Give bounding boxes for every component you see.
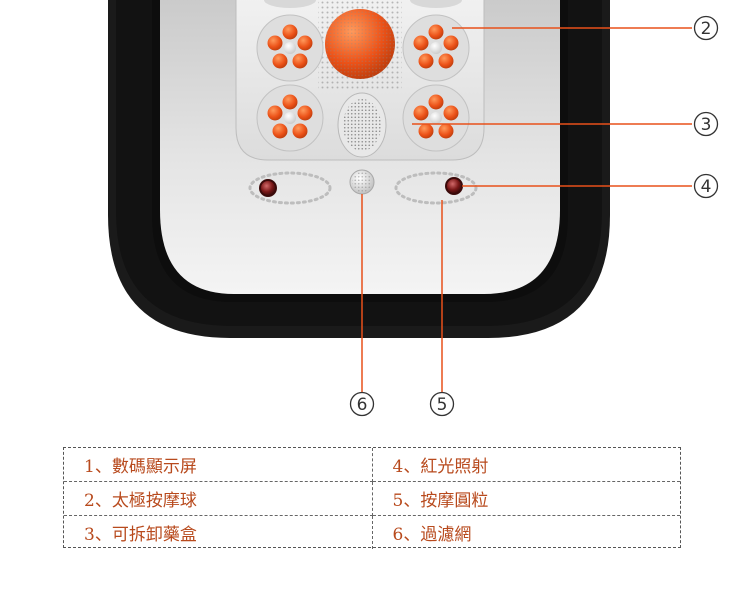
leader-lines [361, 27, 692, 392]
legend-item-5: 5、按摩圓粒 [371, 481, 680, 516]
legend-item-2: 2、太極按摩球 [64, 481, 373, 516]
red-light-right [394, 171, 478, 205]
foot-spa-diagram: 2 3 4 6 5 [108, 0, 719, 417]
callout-label: 2 [701, 19, 712, 39]
medicine-box [337, 92, 387, 158]
callout-label: 5 [437, 395, 448, 415]
roller-cluster-top-right [402, 14, 470, 82]
callout-label: 6 [357, 395, 368, 415]
legend-item-6: 6、過濾網 [371, 515, 680, 549]
legend-item-1: 1、數碼顯示屏 [64, 448, 373, 482]
legend-item-4: 4、紅光照射 [371, 448, 680, 482]
roller-cluster-bottom-right [402, 84, 470, 152]
legend-row: 3、可拆卸藥盒 6、過濾網 [64, 515, 680, 549]
filter-mesh [349, 169, 375, 195]
legend-item-3: 3、可拆卸藥盒 [64, 515, 373, 549]
legend-table: 1、數碼顯示屏 4、紅光照射 2、太極按摩球 5、按摩圓粒 3、可拆卸藥盒 6、… [64, 448, 680, 549]
callout-6: 6 [349, 391, 375, 417]
callout-3: 3 [693, 111, 719, 137]
roller-cluster-bottom-left [256, 84, 324, 152]
taiji-massage-ball [325, 9, 395, 79]
callout-5: 5 [429, 391, 455, 417]
callout-label: 3 [701, 115, 712, 135]
red-light-left [248, 171, 332, 205]
legend-row: 2、太極按摩球 5、按摩圓粒 [64, 481, 680, 516]
parts-legend: 1、數碼顯示屏 4、紅光照射 2、太極按摩球 5、按摩圓粒 3、可拆卸藥盒 6、… [63, 447, 681, 549]
callout-4: 4 [693, 173, 719, 199]
callout-2: 2 [693, 15, 719, 41]
callout-label: 4 [701, 177, 712, 197]
legend-row: 1、數碼顯示屏 4、紅光照射 [64, 448, 680, 482]
roller-cluster-top-left [256, 14, 324, 82]
